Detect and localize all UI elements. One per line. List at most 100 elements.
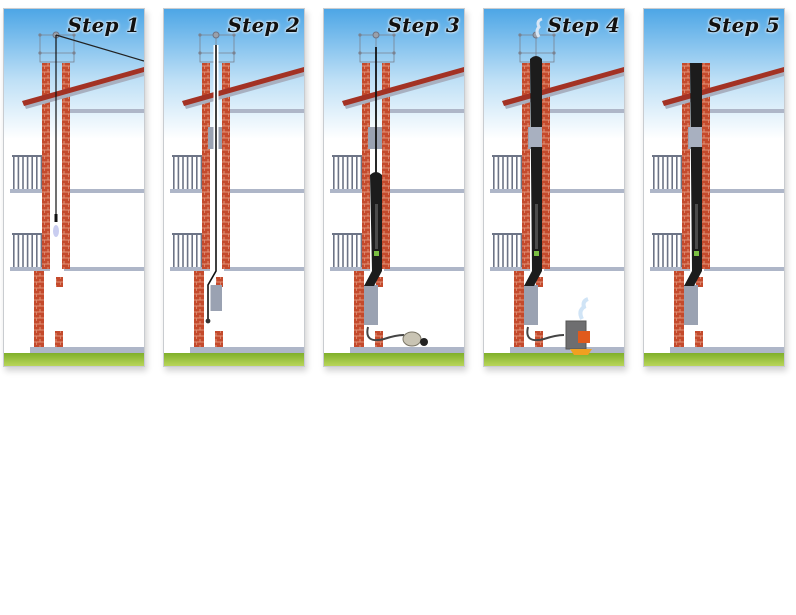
step-illustration [164, 9, 304, 366]
floor-slab [384, 189, 464, 193]
balcony-railing [172, 155, 204, 189]
pulley-icon [372, 31, 380, 39]
balcony-slab [170, 189, 210, 193]
balcony-slab [330, 189, 370, 193]
step-panel-5: Step 5 [643, 8, 785, 367]
hose [366, 326, 405, 342]
floor-slab [704, 189, 784, 193]
floor-slab [64, 267, 144, 271]
roof [182, 67, 304, 106]
chimney-brickwork [695, 331, 703, 349]
foundation [510, 347, 624, 353]
chimney-brickwork [42, 63, 50, 269]
chimney-brickwork [222, 63, 230, 269]
pulley-icon [212, 31, 220, 39]
chimney-brickwork [62, 63, 70, 269]
roof-scaffold [38, 33, 76, 63]
grass [4, 353, 144, 366]
flue-clamp [524, 285, 538, 325]
flue-clamp [364, 285, 378, 325]
balcony-slab [650, 267, 690, 271]
chimney-brickwork [522, 63, 530, 269]
step-label: Step 1 [67, 13, 140, 37]
balcony-railing [12, 155, 44, 189]
balcony-railing [492, 155, 524, 189]
balcony-railing [332, 155, 364, 189]
balcony-slab [490, 267, 530, 271]
chimney-brickwork [215, 331, 223, 349]
chimney-brickwork [34, 271, 44, 351]
floor-slab [704, 109, 784, 113]
step-label: Step 5 [707, 13, 780, 37]
foundation [350, 347, 464, 353]
floor-slab [384, 267, 464, 271]
chimney-brickwork [202, 63, 210, 269]
chimney-brickwork [674, 271, 684, 351]
floor-slab [64, 189, 144, 193]
weight [54, 214, 58, 222]
floor-slab [544, 189, 624, 193]
floor-slab [544, 267, 624, 271]
floor-slab [64, 109, 144, 113]
floor-slab [224, 267, 304, 271]
liner-logo-icon [374, 251, 379, 256]
chimney-brickwork [194, 271, 204, 351]
chimney-brickwork [542, 63, 550, 269]
floor-slab [704, 267, 784, 271]
step-panel-3: Step 3 [323, 8, 465, 367]
liner [364, 172, 382, 286]
foundation [30, 347, 144, 353]
step-illustration [324, 9, 464, 366]
chimney-brickwork [682, 63, 690, 269]
chimney-brickwork [376, 277, 383, 287]
hose [526, 326, 565, 342]
step-panel-4: Step 4 [483, 8, 625, 367]
grass [164, 353, 304, 366]
step-label: Step 3 [387, 13, 460, 37]
balcony-railing [652, 155, 684, 189]
grass [484, 353, 624, 366]
foundation [190, 347, 304, 353]
liner-text [375, 204, 378, 249]
roof [22, 67, 144, 106]
balcony-railing [332, 233, 364, 267]
chimney-brickwork [514, 271, 524, 351]
flue-bend [44, 271, 56, 287]
liner-text [535, 204, 538, 249]
step-panel-2: Step 2 [163, 8, 305, 367]
steam-boiler [578, 297, 589, 320]
chimney-brickwork [362, 63, 370, 269]
burner [578, 331, 590, 343]
balcony-slab [490, 189, 530, 193]
chimney-brickwork [56, 277, 63, 287]
liner-logo-icon [694, 251, 699, 256]
balcony-slab [170, 267, 210, 271]
step-panel-1: Step 1 [3, 8, 145, 367]
chimney-brickwork [382, 63, 390, 269]
blower-icon [402, 331, 422, 347]
liner-joint [529, 127, 542, 147]
floor-slab [544, 109, 624, 113]
step-label: Step 4 [547, 13, 620, 37]
chimney-brickwork [55, 331, 63, 349]
balcony-slab [10, 267, 50, 271]
blower-motor [420, 338, 428, 346]
pull-rope [207, 45, 217, 319]
balcony-railing [12, 233, 44, 267]
flue-clamp [208, 285, 222, 311]
floor-slab [224, 189, 304, 193]
chimney-brickwork [216, 277, 223, 287]
step-label: Step 2 [227, 13, 300, 37]
balcony-railing [172, 233, 204, 267]
steam-top [535, 17, 543, 38]
grass [644, 353, 784, 366]
balcony-slab [330, 267, 370, 271]
chimney-brickwork [696, 277, 703, 287]
chimney-brickwork [536, 277, 543, 287]
balcony-slab [650, 189, 690, 193]
grass [324, 353, 464, 366]
boiler-base [570, 349, 592, 355]
balcony-railing [492, 233, 524, 267]
step-illustration [4, 9, 144, 366]
rope-end [205, 318, 211, 324]
